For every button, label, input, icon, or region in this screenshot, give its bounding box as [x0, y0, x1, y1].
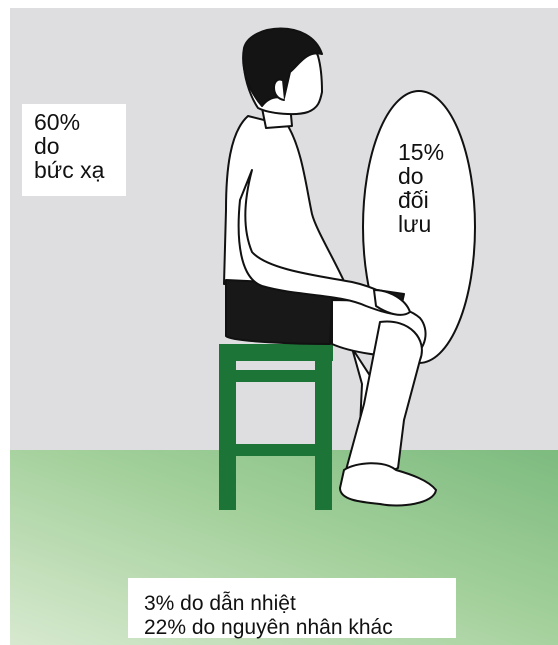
radiation-label: 60% do bức xạ	[22, 104, 126, 196]
radiation-text: bức xạ	[34, 158, 126, 182]
convection-text-1: đối	[398, 188, 444, 212]
conduction-text: 3% do dẫn nhiệt	[144, 592, 456, 616]
convection-do: do	[398, 164, 444, 188]
radiation-percent: 60%	[34, 110, 126, 134]
radiation-do: do	[34, 134, 126, 158]
convection-label: 15% do đối lưu	[398, 140, 444, 237]
convection-percent: 15%	[398, 140, 444, 164]
other-causes-text: 22% do nguyên nhân khác	[144, 616, 456, 640]
bottom-caption: 3% do dẫn nhiệt 22% do nguyên nhân khác	[128, 578, 456, 638]
convection-text-2: lưu	[398, 212, 444, 236]
